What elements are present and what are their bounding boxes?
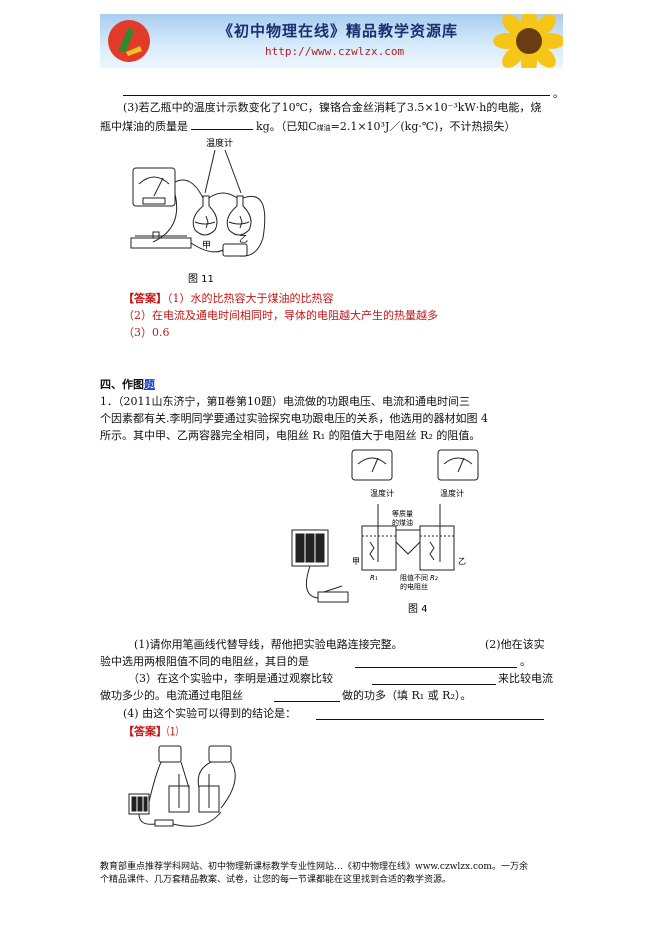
fig4-thermo2-label: 温度计 [440, 488, 464, 498]
fig11-thermo-label: 温度计 [206, 138, 233, 149]
fig4-caption: 图 4 [408, 603, 428, 615]
answer-blank-line [123, 95, 550, 96]
q1-line3: 所示。其中甲、乙两容器完全相同，电阻丝 R₁ 的阻值大于电阻丝 R₂ 的阻值。 [100, 429, 481, 442]
section-heading-link[interactable]: 题 [144, 378, 155, 391]
fig4-jia-label: 甲 [352, 557, 360, 566]
fig4-kerosene-label: 等质量的煤油 [392, 509, 413, 527]
fig4-thermo1-label: 温度计 [370, 488, 394, 498]
sub-q2: 验中选用两根阻值不同的电阻丝，其目的是 [100, 655, 309, 668]
footer-line2: 个精品课件、几万套精品教案、试卷，让您的每一节课都能在这里找到合适的教学资源。 [100, 875, 452, 885]
fig4-r1-label: R₁ [370, 574, 378, 582]
fig4-yi-label: 乙 [458, 557, 466, 566]
figure-11-diagram: 温度计 甲 乙 图 11 [130, 138, 266, 285]
sub-q2-start: (2)他在该实 [485, 638, 545, 651]
answer-1-line2: （2）在电流及通电时间相同时，导体的电阻越大产生的热量越多 [123, 309, 438, 322]
sub-q4: (4) 由这个实验可以得到的结论是： [123, 707, 297, 720]
site-title: 《初中物理在线》精品教学资源库 [218, 22, 459, 40]
answer-1-line1: 【答案】（1）水的比热容大于煤油的比热容 [123, 292, 334, 305]
q1-line2: 个因素都有关.李明同学要通过实验探究电功跟电压的关系，他选用的器材如图 4 [100, 412, 488, 425]
figure-4-diagram: 温度计 温度计 等质量的煤油 阻值不同的电阻丝 甲 乙 R₁ R₂ 图 4 [291, 449, 479, 615]
section-heading: 四、作图题 [100, 378, 155, 391]
page-footer: 教育部重点推荐学科网站、初中物理新课标教学专业性网站…《初中物理在线》www.c… [100, 861, 570, 887]
fig11-jia-label: 甲 [202, 240, 211, 251]
sub-q1: (1)请你用笔画线代替导线，帮他把实验电路连接完整。 [134, 638, 403, 651]
sub-q3: （3）在这个实验中，李明是通过观察比较 [128, 672, 333, 685]
footer-line1: 教育部重点推荐学科网站、初中物理新课标教学专业性网站…《初中物理在线》www.c… [100, 862, 528, 872]
answer-circuit-diagram [128, 745, 236, 827]
fig11-yi-label: 乙 [239, 234, 248, 245]
answer-1-line3: （3）0.6 [123, 326, 170, 339]
site-url[interactable]: http://www.czwlzx.com [265, 45, 405, 58]
header-banner: 《初中物理在线》精品教学资源库 http://www.czwlzx.com [100, 14, 563, 68]
fig11-caption: 图 11 [188, 273, 214, 285]
fig4-r2-label: R₂ [430, 574, 438, 582]
q1-line1: 1．（2011山东济宁，第Ⅱ卷第10题）电流做的功跟电压、电流和通电时间三 [100, 395, 470, 408]
sunflower-icon [493, 14, 563, 68]
sub-q3-cont: 做功多少的。电流通过电阻丝 [100, 689, 243, 702]
answer-2: 【答案】⑴ [123, 725, 178, 738]
q3-line1: (3)若乙瓶中的温度计示数变化了10℃，镍铬合金丝消耗了3.5×10⁻³kW·h… [123, 101, 542, 114]
site-logo-icon [108, 20, 150, 62]
fig4-wire-label: 阻值不同的电阻丝 [400, 573, 428, 591]
